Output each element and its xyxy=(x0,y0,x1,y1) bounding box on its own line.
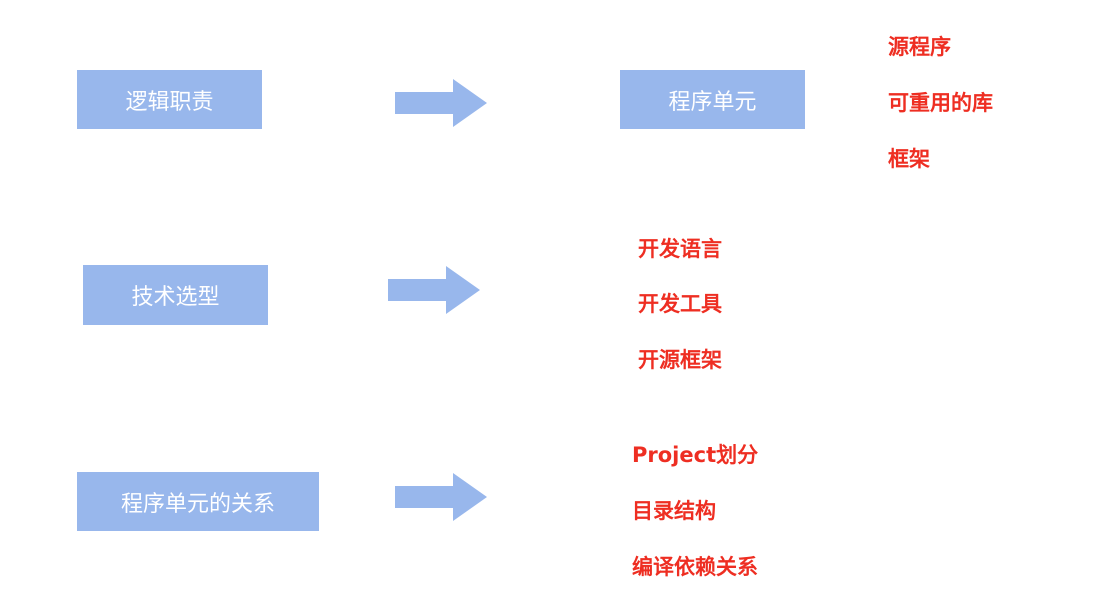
box-program-unit: 程序单元 xyxy=(620,70,805,129)
item-project-division: Project划分 xyxy=(632,443,759,467)
item-dev-language: 开发语言 xyxy=(638,237,722,261)
box-program-unit-relations: 程序单元的关系 xyxy=(77,472,319,531)
item-source-program: 源程序 xyxy=(888,35,951,59)
item-compile-dependencies: 编译依赖关系 xyxy=(632,555,758,579)
item-open-source-framework: 开源框架 xyxy=(638,348,722,372)
arrow-right-icon xyxy=(388,266,480,314)
arrow-right-icon xyxy=(395,79,487,127)
item-directory-structure: 目录结构 xyxy=(632,499,716,523)
box-technology-selection: 技术选型 xyxy=(83,265,268,325)
item-framework: 框架 xyxy=(888,147,930,171)
item-reusable-library: 可重用的库 xyxy=(888,91,993,115)
item-dev-tools: 开发工具 xyxy=(638,292,722,316)
arrow-right-icon xyxy=(395,473,487,521)
box-logical-responsibility: 逻辑职责 xyxy=(77,70,262,129)
